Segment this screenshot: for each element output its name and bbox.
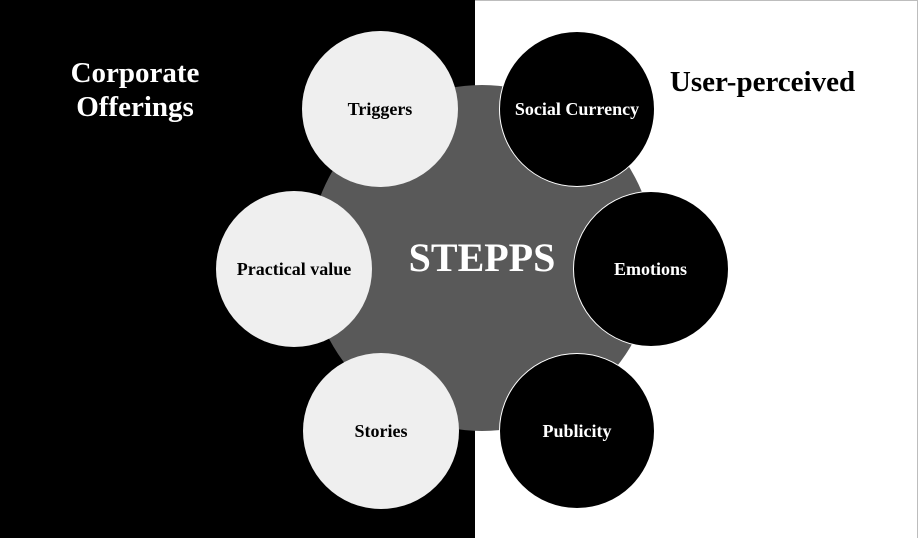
node-publicity-label: Publicity [542,420,612,441]
node-triggers: Triggers [302,31,458,187]
node-social-currency-label: Social Currency [514,98,640,119]
stepps-hub-label: STEPPS [408,235,556,280]
node-emotions: Emotions [573,191,729,347]
node-social-currency: Social Currency [499,31,655,187]
node-stories: Stories [303,353,459,509]
node-publicity: Publicity [499,353,655,509]
node-practical-value: Practical value [216,191,372,347]
node-practical-value-label: Practical value [236,258,352,279]
user-perceived-title: User-perceived [669,66,856,98]
node-emotions-label: Emotions [614,259,688,279]
node-triggers-label: Triggers [347,98,413,119]
node-stories-label: Stories [354,420,408,441]
corporate-offerings-title: Corporate Offerings [70,57,200,123]
